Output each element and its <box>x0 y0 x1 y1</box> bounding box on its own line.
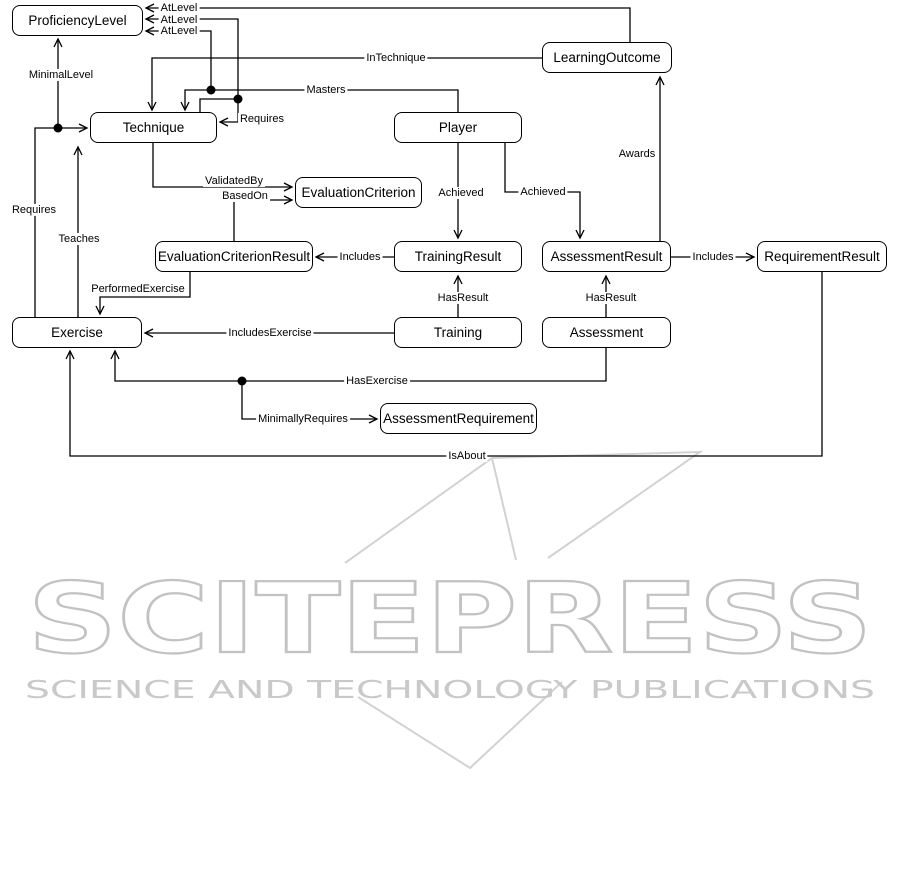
watermark-shape-upper <box>344 450 704 564</box>
association-dot-requires-exercise <box>53 123 63 133</box>
association-dot-requires-self <box>233 94 243 104</box>
edge-label-achieved-1: Achieved <box>436 186 486 200</box>
edge-label-achieved-2: Achieved <box>518 185 568 199</box>
edge-label-includes-1: Includes <box>337 250 383 264</box>
association-dot-hasexercise <box>237 376 247 386</box>
edge-label-includesexercise: IncludesExercise <box>226 326 314 340</box>
edge-label-hasexercise: HasExercise <box>344 374 410 388</box>
edge-label-atlevel-1: AtLevel <box>158 1 200 15</box>
edge-label-minimallevel: MinimalLevel <box>26 68 96 82</box>
edge-label-teaches: Teaches <box>56 232 102 246</box>
edge-label-hasresult-1: HasResult <box>435 291 491 305</box>
watermark-shape-fold <box>491 457 517 561</box>
node-technique: Technique <box>90 112 217 143</box>
edge-requires-exercise-line <box>34 123 89 317</box>
edge-label-includes-2: Includes <box>690 250 736 264</box>
edge-label-masters: Masters <box>304 83 348 97</box>
edge-label-minimallyrequires: MinimallyRequires <box>256 412 350 426</box>
edge-atlevel-learningoutcome-line <box>144 3 631 42</box>
edge-label-awards: Awards <box>616 147 658 161</box>
node-learning-outcome: LearningOutcome <box>542 42 672 73</box>
node-training-result: TrainingResult <box>394 241 522 272</box>
node-requirement-result: RequirementResult <box>757 241 887 272</box>
node-exercise: Exercise <box>12 317 142 348</box>
node-assessment: Assessment <box>542 317 671 348</box>
edge-atlevel-masters-line <box>144 26 212 89</box>
node-assessment-requirement: AssessmentRequirement <box>380 403 537 434</box>
edge-label-requires-exercise: Requires <box>9 203 59 217</box>
edge-label-validatedby: ValidatedBy <box>203 174 265 188</box>
watermark-shape-lower <box>357 681 563 770</box>
node-player: Player <box>394 112 522 143</box>
edge-label-requires-self: Requires <box>237 112 287 126</box>
edge-label-isabout: IsAbout <box>446 449 488 463</box>
watermark-subtitle-text: SCIENCE AND TECHNOLOGY PUBLICATIONS <box>25 675 875 704</box>
node-evaluation-criterion: EvaluationCriterion <box>295 177 422 208</box>
node-proficiency-level: ProficiencyLevel <box>12 5 143 36</box>
watermark-logo-text: SCITEPRESS <box>28 562 873 675</box>
edge-label-basedon: BasedOn <box>220 189 270 203</box>
edge-label-intechnique: InTechnique <box>364 51 428 65</box>
edge-label-hasresult-2: HasResult <box>583 291 639 305</box>
edge-label-atlevel-3: AtLevel <box>158 24 200 38</box>
association-dot-masters <box>206 85 216 95</box>
edge-label-performedexercise: PerformedExercise <box>89 282 187 296</box>
node-training: Training <box>394 317 522 348</box>
edge-basedon-line <box>233 195 294 241</box>
node-assessment-result: AssessmentResult <box>542 241 671 272</box>
node-evaluation-criterion-result: EvaluationCriterionResult <box>155 241 313 272</box>
